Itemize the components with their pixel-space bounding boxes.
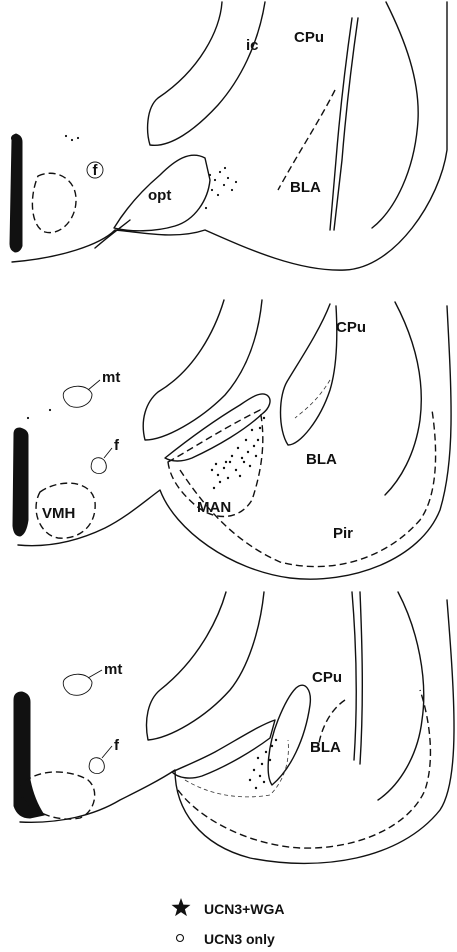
cpu-outline-panel-3 bbox=[268, 685, 310, 785]
cortex-outline-panel-3 bbox=[20, 600, 454, 863]
third-ventricle-panel-2 bbox=[13, 428, 28, 536]
labeled-cells-panel-2 bbox=[27, 409, 265, 489]
cpu-boundary-line-1-panel-3 bbox=[352, 592, 356, 760]
open-circle-icon bbox=[177, 935, 184, 942]
cpu-boundary-line-2-panel-3 bbox=[360, 592, 362, 764]
label-opt: opt bbox=[148, 187, 171, 204]
third-ventricle-panel-1 bbox=[10, 134, 22, 252]
panel-1-section: f ic CPu opt BLA bbox=[10, 2, 447, 270]
label-vmh: VMH bbox=[42, 505, 75, 522]
f-leader-panel-2 bbox=[104, 448, 112, 458]
cortex-outline-panel-1 bbox=[12, 2, 447, 270]
label-bla-panel-2: BLA bbox=[306, 451, 337, 468]
piriform-boundary bbox=[180, 410, 436, 567]
legend: UCN3+WGA UCN3 only bbox=[172, 898, 285, 947]
cpu-boundary-line-1 bbox=[330, 18, 352, 230]
hypothalamus-edge-panel-1 bbox=[95, 220, 130, 248]
panel-3-section: CPu mt f BLA bbox=[14, 592, 454, 863]
internal-capsule-panel-3 bbox=[147, 592, 265, 740]
fornix-outline-panel-3 bbox=[89, 758, 104, 774]
cortex-inner-line-panel-1 bbox=[372, 2, 418, 228]
mt-outline-panel-2 bbox=[63, 386, 92, 407]
legend-item-ucn3-wga: UCN3+WGA bbox=[172, 898, 285, 917]
optic-tract-panel-3 bbox=[172, 720, 275, 778]
bla-boundary-panel-1 bbox=[278, 90, 335, 190]
label-bla-panel-1: BLA bbox=[290, 179, 321, 196]
cpu-boundary-line-2 bbox=[334, 18, 358, 230]
labeled-cells-panel-3 bbox=[249, 739, 277, 789]
label-man: MAN bbox=[197, 499, 231, 516]
legend-label-ucn3-wga: UCN3+WGA bbox=[204, 901, 285, 917]
mt-outline-panel-3 bbox=[63, 674, 92, 695]
amygdala-boundary-panel-3 bbox=[178, 690, 430, 848]
dashed-nucleus-panel-1 bbox=[32, 173, 76, 232]
label-mt-panel-2: mt bbox=[102, 369, 120, 386]
label-cpu-panel-1: CPu bbox=[294, 29, 324, 46]
cortex-inner-line-panel-2 bbox=[385, 302, 421, 495]
label-mt-panel-3: mt bbox=[104, 661, 122, 678]
third-ventricle-panel-3 bbox=[14, 692, 44, 818]
cortex-outline-panel-2 bbox=[18, 306, 451, 579]
label-f-panel-2: f bbox=[114, 437, 120, 454]
label-f-panel-3: f bbox=[114, 737, 120, 754]
inner-dashed-region-panel-3 bbox=[185, 740, 288, 797]
legend-item-ucn3-only: UCN3 only bbox=[177, 931, 276, 947]
label-pir: Pir bbox=[333, 525, 353, 542]
label-bla-panel-3: BLA bbox=[310, 739, 341, 756]
bla-boundary-panel-2 bbox=[295, 380, 330, 418]
mt-leader-panel-3 bbox=[88, 670, 102, 678]
internal-capsule-panel-2 bbox=[143, 300, 262, 440]
label-cpu-panel-2: CPu bbox=[336, 319, 366, 336]
legend-label-ucn3-only: UCN3 only bbox=[204, 931, 275, 947]
internal-capsule-outline bbox=[148, 2, 265, 145]
cpu-outline-panel-2 bbox=[281, 304, 337, 445]
cortex-inner-line-panel-3 bbox=[378, 592, 424, 800]
star-icon bbox=[172, 898, 191, 916]
f-leader-panel-3 bbox=[102, 746, 112, 758]
label-f-panel-1: f bbox=[93, 162, 99, 179]
label-cpu-panel-3: CPu bbox=[312, 669, 342, 686]
fornix-outline-panel-2 bbox=[91, 458, 106, 474]
panel-2-section: CPu mt f VMH BLA MAN Pir bbox=[13, 300, 451, 579]
label-ic: ic bbox=[246, 37, 259, 54]
mt-leader-panel-2 bbox=[88, 380, 100, 390]
